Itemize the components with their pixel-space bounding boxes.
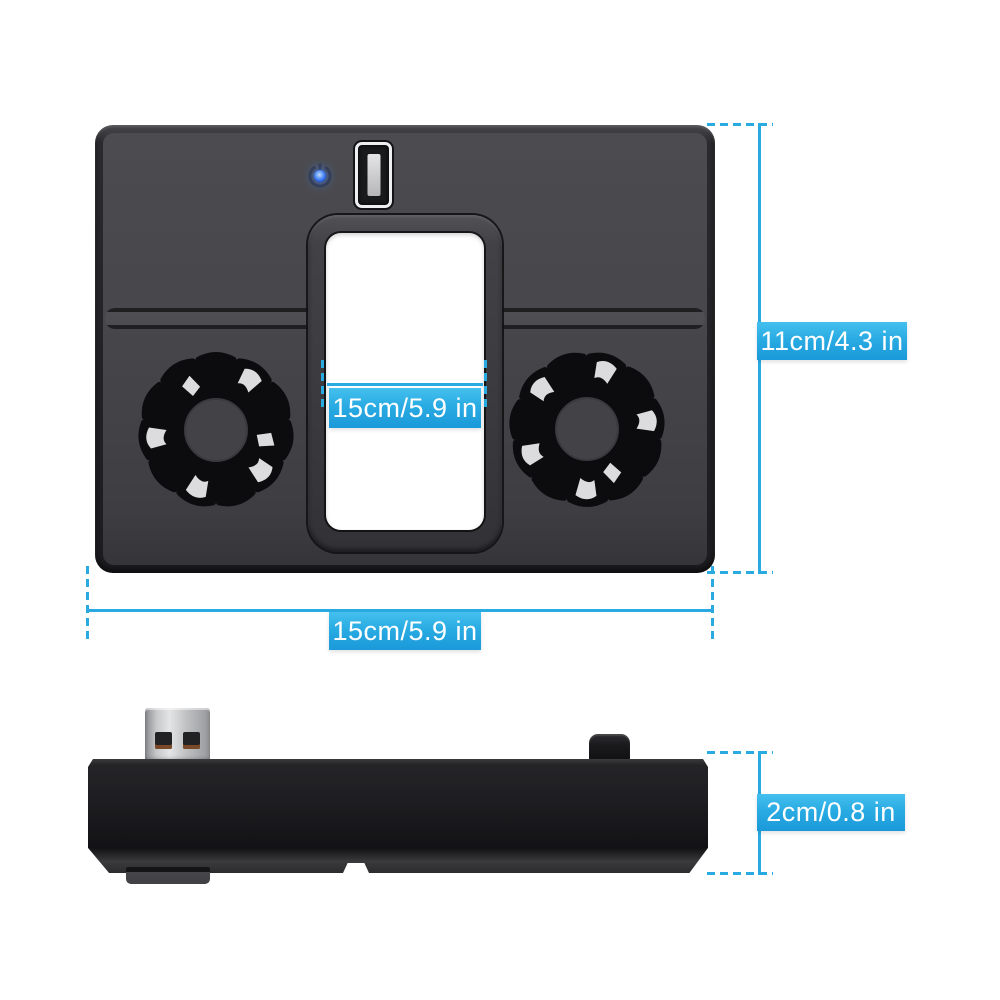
inner-width-label: 15cm/5.9 in	[329, 388, 481, 428]
power-led-indicator	[314, 170, 326, 182]
bottom-notch	[343, 863, 369, 873]
device-thickness-label: 2cm/0.8 in	[757, 794, 905, 831]
dimension-dash-width-right	[711, 566, 714, 642]
side-view	[88, 705, 713, 890]
device-side-body	[88, 759, 708, 873]
dimension-dash-thickness-bottom	[707, 872, 773, 875]
usb-port-icon	[355, 142, 392, 208]
dimension-line-width	[86, 609, 714, 612]
dimension-dash-inner-left	[321, 360, 324, 408]
dimension-dash-height-bottom	[707, 571, 773, 574]
fan-vent-icon-left	[131, 345, 301, 515]
dimension-dash-thickness-top	[707, 751, 773, 754]
usb-port-tongue	[367, 154, 380, 196]
rubber-foot	[126, 867, 210, 884]
device-width-label: 15cm/5.9 in	[329, 612, 481, 650]
usb-plug-contact	[183, 732, 200, 749]
dimension-line-inner-width	[327, 383, 483, 386]
usb-plug-contact	[155, 732, 172, 749]
fan-vent-icon-right	[502, 344, 672, 514]
center-dock-cutout	[326, 233, 484, 530]
knob-icon	[589, 734, 630, 762]
dimension-dash-inner-right	[484, 360, 487, 408]
usb-plug-icon	[145, 708, 210, 763]
device-height-label: 11cm/4.3 in	[757, 322, 907, 360]
dimension-dash-height-top	[707, 123, 773, 126]
top-view	[95, 125, 715, 573]
dimension-dash-width-left	[86, 566, 89, 642]
